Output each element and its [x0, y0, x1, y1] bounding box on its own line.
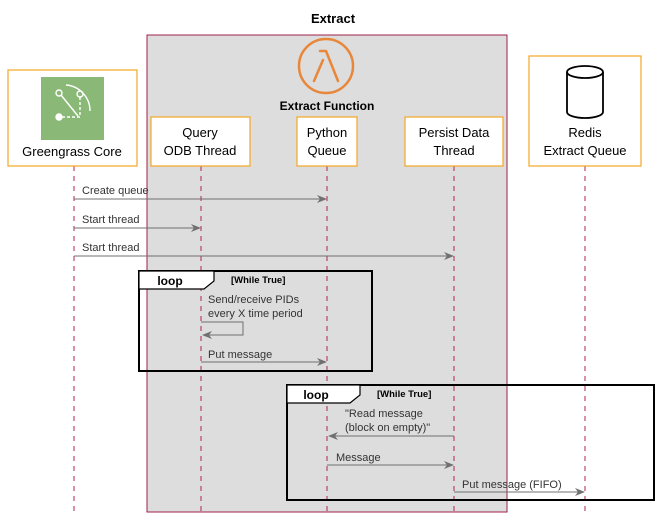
- loop-label: loop: [303, 388, 328, 402]
- message-put-message-fifo: Put message (FIFO): [454, 479, 585, 496]
- message-start-thread-query: Start thread: [74, 214, 201, 232]
- message-put-message: Put message: [201, 349, 327, 366]
- message-read-message: "Read message (block on empty)": [328, 408, 454, 440]
- loop-label: loop: [157, 274, 182, 288]
- participant-label: Query: [182, 125, 218, 140]
- message-message: Message: [327, 452, 454, 469]
- participant-query-odb-thread: Query ODB Thread: [150, 116, 251, 167]
- participant-label: Persist Data: [419, 125, 491, 140]
- participant-redis-extract-queue: Redis Extract Queue: [528, 55, 642, 167]
- participant-label: Thread: [433, 143, 474, 158]
- message-label: Create queue: [82, 185, 149, 197]
- message-create-queue: Create queue: [74, 185, 327, 203]
- lambda-icon: [297, 37, 355, 95]
- loop-condition: [While True]: [231, 275, 285, 286]
- database-cylinder-icon: [566, 65, 604, 119]
- message-label: Put message: [208, 349, 272, 361]
- participant-python-queue: Python Queue: [296, 116, 358, 167]
- loop-fragment-query: loop [While True]: [138, 270, 373, 372]
- message-start-thread-persist: Start thread: [74, 242, 454, 260]
- message-label: (block on empty)": [345, 422, 430, 434]
- message-send-receive-pids: Send/receive PIDs every X time period: [201, 294, 303, 339]
- message-label: Start thread: [82, 214, 139, 226]
- participant-persist-data-thread: Persist Data Thread: [404, 116, 504, 167]
- participant-label: Python: [307, 125, 347, 140]
- participant-label: ODB Thread: [164, 143, 237, 158]
- group-title: Extract: [311, 11, 356, 26]
- message-label: every X time period: [208, 308, 303, 320]
- message-label: Send/receive PIDs: [208, 294, 300, 306]
- loop-fragment-persist: loop [While True]: [286, 384, 655, 501]
- participant-label: Queue: [307, 143, 346, 158]
- message-label: Start thread: [82, 242, 139, 254]
- message-label: "Read message: [345, 408, 423, 420]
- message-label: Put message (FIFO): [462, 479, 562, 491]
- group-subtitle: Extract Function: [280, 99, 375, 113]
- participant-label: Redis: [568, 125, 602, 140]
- loop-condition: [While True]: [377, 389, 431, 400]
- participant-label: Greengrass Core: [22, 144, 122, 159]
- participant-greengrass-core: Greengrass Core: [7, 69, 138, 167]
- participant-label: Extract Queue: [543, 143, 626, 158]
- message-label: Message: [336, 452, 381, 464]
